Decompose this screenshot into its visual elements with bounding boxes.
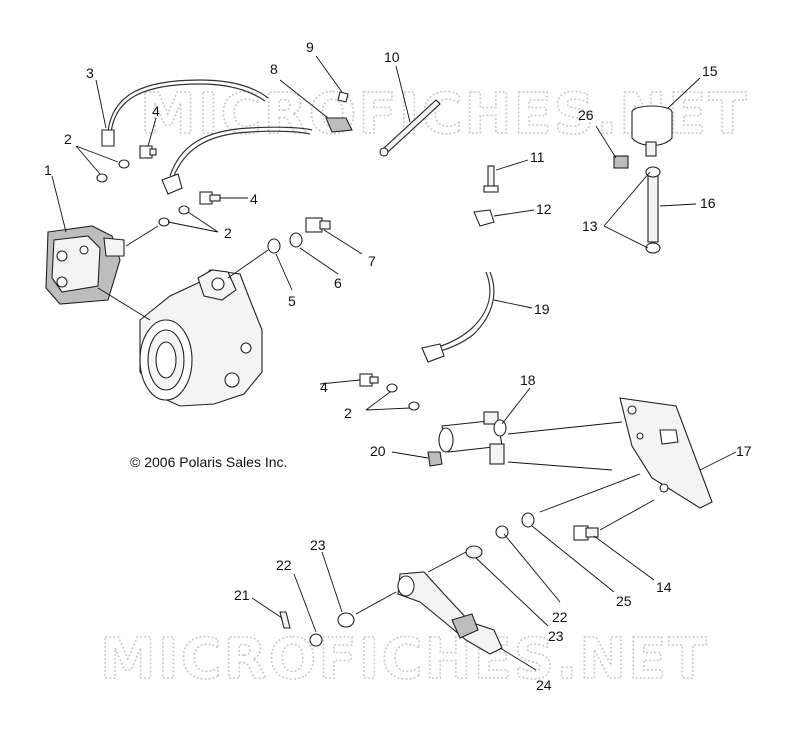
callout-26: 26 xyxy=(578,107,594,123)
fitting-12 xyxy=(473,209,495,227)
bolt-14 xyxy=(573,525,599,541)
callout-13: 13 xyxy=(582,218,598,234)
callout-22: 22 xyxy=(552,609,568,625)
callout-23: 23 xyxy=(310,537,326,553)
master-cylinder-18 xyxy=(438,411,507,465)
cotter-pin-21 xyxy=(279,611,291,629)
callout-22: 22 xyxy=(276,557,292,573)
fitting-20 xyxy=(427,451,443,467)
rear-hub xyxy=(139,269,263,407)
brake-line-8 xyxy=(169,126,313,177)
e-clip-25 xyxy=(521,512,535,528)
clip-9 xyxy=(337,91,349,103)
clamp-13a xyxy=(645,166,661,178)
callout-19: 19 xyxy=(534,301,550,317)
brake-line-3 xyxy=(107,79,269,133)
pin-11 xyxy=(483,165,499,193)
callout-12: 12 xyxy=(536,201,552,217)
callout-2: 2 xyxy=(344,405,352,421)
washer-2a xyxy=(118,159,130,169)
washer-6 xyxy=(289,232,303,248)
banjo-bolt-4c xyxy=(359,373,379,387)
callout-11: 11 xyxy=(530,149,545,165)
callout-16: 16 xyxy=(700,195,716,211)
callout-21: 21 xyxy=(234,587,250,603)
callout-3: 3 xyxy=(86,65,94,81)
watermark-bottom: MICROFICHES.NET xyxy=(100,627,709,692)
reservoir-15 xyxy=(631,105,673,157)
banjo-fitting-3 xyxy=(101,129,115,147)
callout-1: 1 xyxy=(44,162,52,178)
callout-17: 17 xyxy=(736,443,752,459)
callout-2: 2 xyxy=(64,131,72,147)
callout-4: 4 xyxy=(152,103,160,119)
washer-2c xyxy=(178,205,190,215)
clip-8 xyxy=(325,117,353,133)
hose-16 xyxy=(647,175,659,243)
brake-pedal-24 xyxy=(397,571,503,655)
bolt-7 xyxy=(305,217,331,233)
washer-22b xyxy=(309,633,323,647)
banjo-bolt-4b xyxy=(199,191,221,205)
bushing-23a xyxy=(465,545,483,559)
brake-caliper xyxy=(45,225,125,305)
washer-5 xyxy=(267,238,281,254)
callout-20: 20 xyxy=(370,443,386,459)
callout-15: 15 xyxy=(702,63,718,79)
callout-6: 6 xyxy=(334,275,342,291)
callout-7: 7 xyxy=(368,253,376,269)
callout-4: 4 xyxy=(320,379,328,395)
washer-2b xyxy=(96,173,108,183)
callout-25: 25 xyxy=(616,593,632,609)
callout-24: 24 xyxy=(536,677,552,693)
callout-18: 18 xyxy=(520,372,536,388)
callout-5: 5 xyxy=(288,293,296,309)
bracket-17 xyxy=(619,397,713,509)
callout-4: 4 xyxy=(250,191,258,207)
brake-line-19 xyxy=(429,271,495,355)
callouts: 1 2 2 2 3 4 4 4 5 6 7 8 9 10 11 12 13 14… xyxy=(44,39,752,693)
banjo-fitting-8 xyxy=(161,173,183,195)
bolt-26 xyxy=(613,155,629,169)
copyright-notice: © 2006 Polaris Sales Inc. xyxy=(130,454,287,470)
leader-lines xyxy=(51,55,737,671)
banjo-bolt-4a xyxy=(139,145,157,159)
clamp-13b xyxy=(645,242,661,254)
washer-2d xyxy=(158,217,170,227)
callout-14: 14 xyxy=(656,579,672,595)
callout-10: 10 xyxy=(384,49,400,65)
callout-9: 9 xyxy=(306,39,314,55)
washer-2f xyxy=(408,401,420,411)
washer-2e xyxy=(386,383,398,393)
callout-2: 2 xyxy=(224,225,232,241)
callout-8: 8 xyxy=(270,61,278,77)
callout-23: 23 xyxy=(548,628,564,644)
bushing-23b xyxy=(337,612,355,628)
